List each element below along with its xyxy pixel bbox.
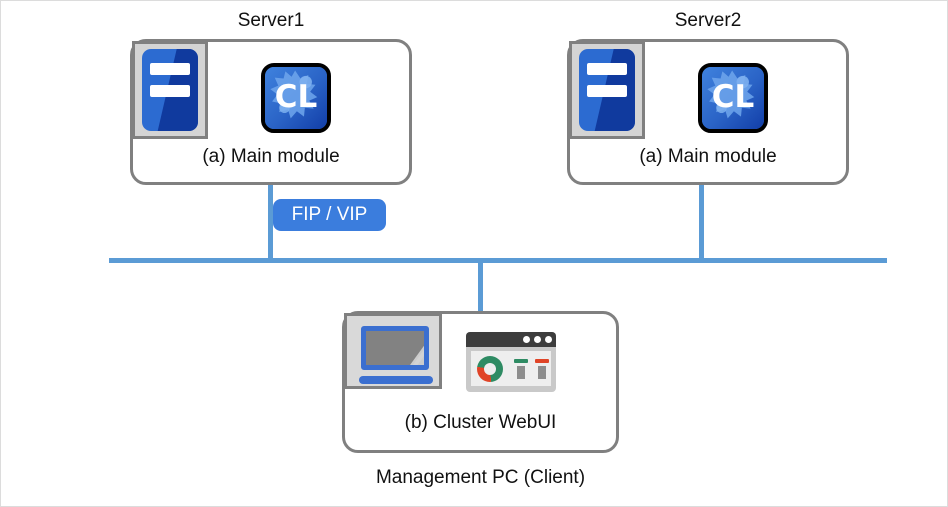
server-icon-bar-top [587, 63, 627, 75]
mini-bar-stem [517, 366, 525, 379]
fip-vip-badge: FIP / VIP [273, 199, 386, 231]
cluster-splash-shape [702, 67, 764, 129]
server2-module-label: (a) Main module [639, 146, 777, 167]
server1-server-icon [132, 41, 208, 139]
mini-bar-cap [514, 359, 528, 363]
mini-bar-cap [535, 359, 549, 363]
management-pc-drop-line [478, 258, 483, 313]
cluster-logo-text: CL [274, 78, 318, 115]
server-icon-bar-bottom [150, 85, 190, 97]
donut-chart-icon [477, 356, 503, 382]
server-icon-body [142, 49, 198, 131]
browser-title-bar [466, 332, 556, 347]
mini-bar-stem [538, 366, 546, 379]
management-pc-title: Management PC (Client) [375, 467, 586, 488]
server1-cluster-logo-icon: CL [261, 63, 331, 133]
server2-title: Server2 [674, 10, 742, 31]
server1-module-label: (a) Main module [202, 146, 340, 167]
cluster-splash-shape [265, 67, 327, 129]
network-bus-line [109, 258, 887, 263]
server2-network-drop-line [699, 185, 704, 263]
browser-webui-icon [466, 332, 556, 392]
laptop-screen [361, 326, 429, 370]
server1-title: Server1 [237, 10, 305, 31]
server-icon-bar-bottom [587, 85, 627, 97]
browser-dot-2 [534, 336, 541, 343]
server2-cluster-logo-icon: CL [698, 63, 768, 133]
server-icon-body [579, 49, 635, 131]
laptop-icon [344, 313, 442, 389]
laptop-base [359, 376, 433, 384]
management-pc-module-label: (b) Cluster WebUI [404, 412, 557, 433]
cluster-logo-text: CL [711, 78, 755, 115]
server-icon-bar-top [150, 63, 190, 75]
server1-network-drop-line [268, 185, 273, 263]
browser-dot-3 [545, 336, 552, 343]
browser-dot-1 [523, 336, 530, 343]
browser-content-area [471, 351, 551, 386]
server2-server-icon [569, 41, 645, 139]
